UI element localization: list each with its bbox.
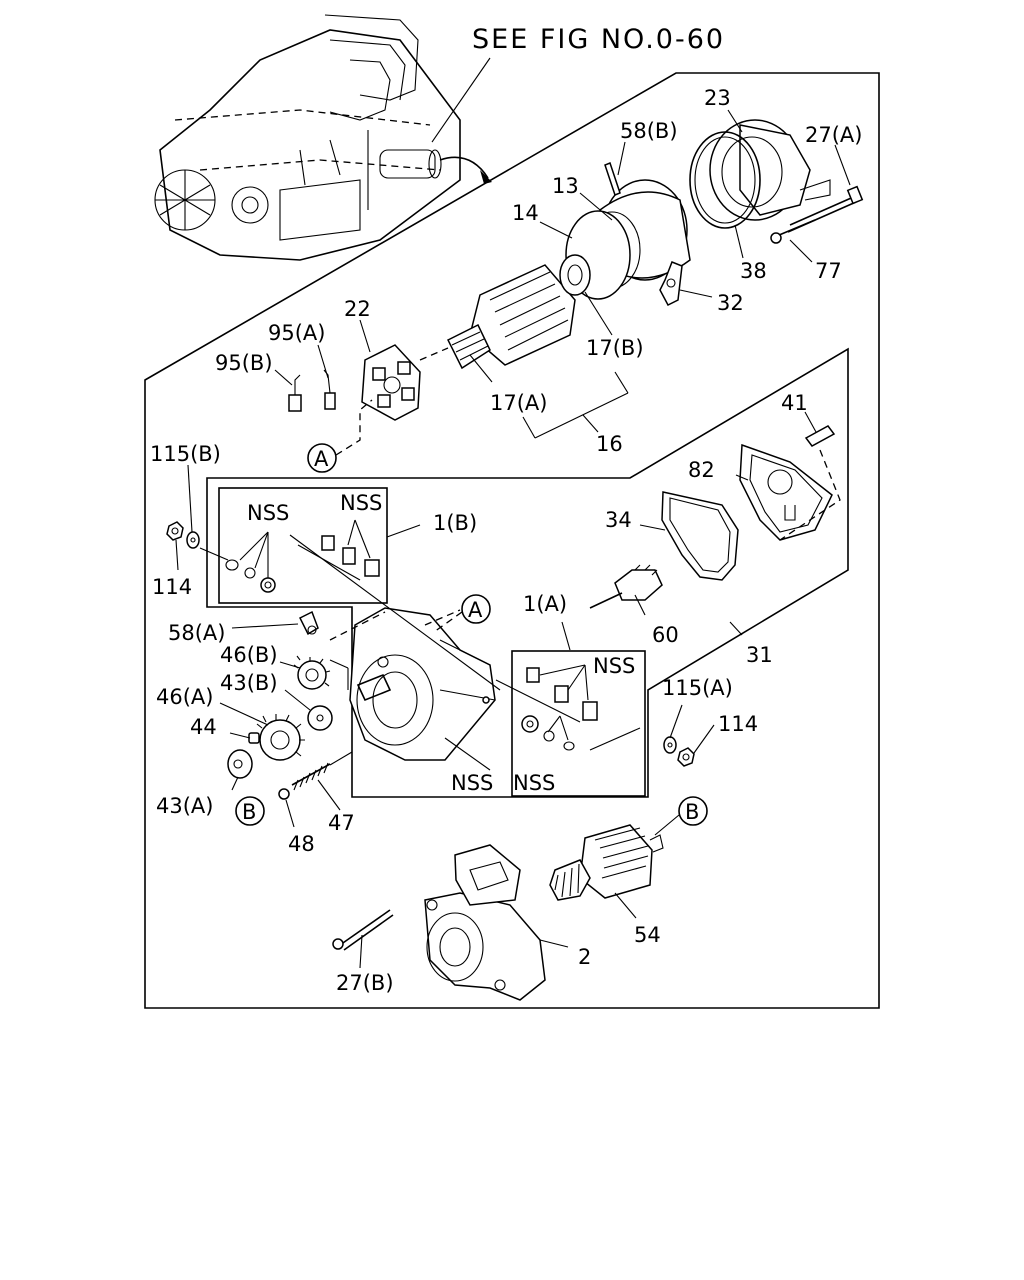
pin-44 [248, 732, 260, 744]
label-22: 22 [344, 297, 371, 321]
ball-48 [278, 788, 290, 800]
label-114-right: 114 [718, 712, 758, 736]
label-31: 31 [746, 643, 773, 667]
label-46a: 46(A) [156, 685, 213, 709]
label-16: 16 [596, 432, 623, 456]
label-27a: 27(A) [805, 123, 862, 147]
callout-a-top [307, 443, 337, 473]
label-2: 2 [578, 945, 591, 969]
washer-115a [663, 736, 677, 754]
callout-b-right [678, 796, 708, 826]
armature-17 [419, 254, 591, 370]
bearing-17b [559, 254, 591, 296]
nut-114-left [166, 521, 184, 541]
callout-a-mid [461, 594, 491, 624]
see-fig-reference: SEE FIG NO.0-60 [472, 24, 725, 55]
plunger-60 [589, 564, 663, 609]
washer-115b [186, 531, 200, 549]
label-44: 44 [190, 715, 217, 739]
label-32: 32 [717, 291, 744, 315]
label-38: 38 [740, 259, 767, 283]
label-48: 48 [288, 832, 315, 856]
label-43b: 43(B) [220, 671, 278, 695]
label-17b: 17(B) [586, 336, 644, 360]
inset-1b [218, 487, 388, 604]
label-115b: 115(B) [150, 442, 221, 466]
bolt-27b [332, 909, 394, 951]
bolt-41 [804, 425, 836, 447]
collar-43a [227, 749, 253, 779]
label-23: 23 [704, 86, 731, 110]
label-nss-2: NSS [340, 491, 382, 515]
gear-housing [329, 607, 496, 761]
brush-95b [288, 374, 302, 412]
brush-holder-32 [659, 261, 683, 306]
through-bolt-27a [789, 194, 859, 226]
pin-58a [298, 610, 319, 636]
shaft-guide-line [289, 534, 501, 691]
label-nss-5: NSS [513, 771, 555, 795]
part-labels: 23 58(B) 27(A) 13 14 38 77 32 22 95(A) 9… [150, 86, 862, 995]
pin-58b [604, 162, 621, 196]
label-54: 54 [634, 923, 661, 947]
label-1a: 1(A) [523, 592, 567, 616]
label-58a: 58(A) [168, 621, 225, 645]
bracket-16 [522, 416, 536, 439]
label-17a: 17(A) [490, 391, 547, 415]
spring-47 [291, 763, 331, 786]
see-fig-leader [431, 57, 491, 143]
washer-43b [307, 705, 333, 731]
label-nss-3: NSS [593, 654, 635, 678]
label-41: 41 [781, 391, 808, 415]
callout-a-top-label: A [314, 447, 329, 471]
front-housing-2 [424, 844, 546, 1001]
label-95a: 95(A) [268, 321, 325, 345]
leader-lines [175, 109, 851, 969]
label-115a: 115(A) [662, 676, 733, 700]
shaft-pin [356, 673, 392, 702]
label-95b: 95(B) [215, 351, 273, 375]
outer-frame [144, 72, 880, 1009]
label-14: 14 [512, 201, 539, 225]
engine-sketch [154, 14, 492, 261]
label-43a: 43(A) [156, 794, 213, 818]
callout-b-left [235, 796, 265, 826]
arrow-icon [480, 170, 492, 184]
inner-frame [206, 347, 849, 798]
gasket-34 [661, 491, 739, 581]
label-77: 77 [815, 259, 842, 283]
label-58b: 58(B) [620, 119, 678, 143]
callout-a-mid-label: A [468, 598, 483, 622]
gear-46b [293, 655, 331, 690]
label-82: 82 [688, 458, 715, 482]
label-nss-1: NSS [247, 501, 289, 525]
gear-46a [256, 714, 305, 761]
inset-1a [511, 650, 646, 797]
brush-holder-22 [361, 344, 421, 421]
brush-95a [323, 369, 336, 410]
label-27b: 27(B) [336, 971, 394, 995]
label-47: 47 [328, 811, 355, 835]
label-114-left: 114 [152, 575, 192, 599]
label-60: 60 [652, 623, 679, 647]
nut-114-right [677, 747, 695, 767]
label-34: 34 [605, 508, 632, 532]
label-46b: 46(B) [220, 643, 278, 667]
label-nss-4: NSS [451, 771, 493, 795]
o-ring-38 [689, 131, 761, 229]
drive-pinion-54 [549, 824, 664, 901]
label-1b: 1(B) [433, 511, 477, 535]
callout-b-right-label: B [685, 800, 699, 824]
label-13: 13 [552, 174, 579, 198]
callout-b-left-label: B [242, 800, 256, 824]
